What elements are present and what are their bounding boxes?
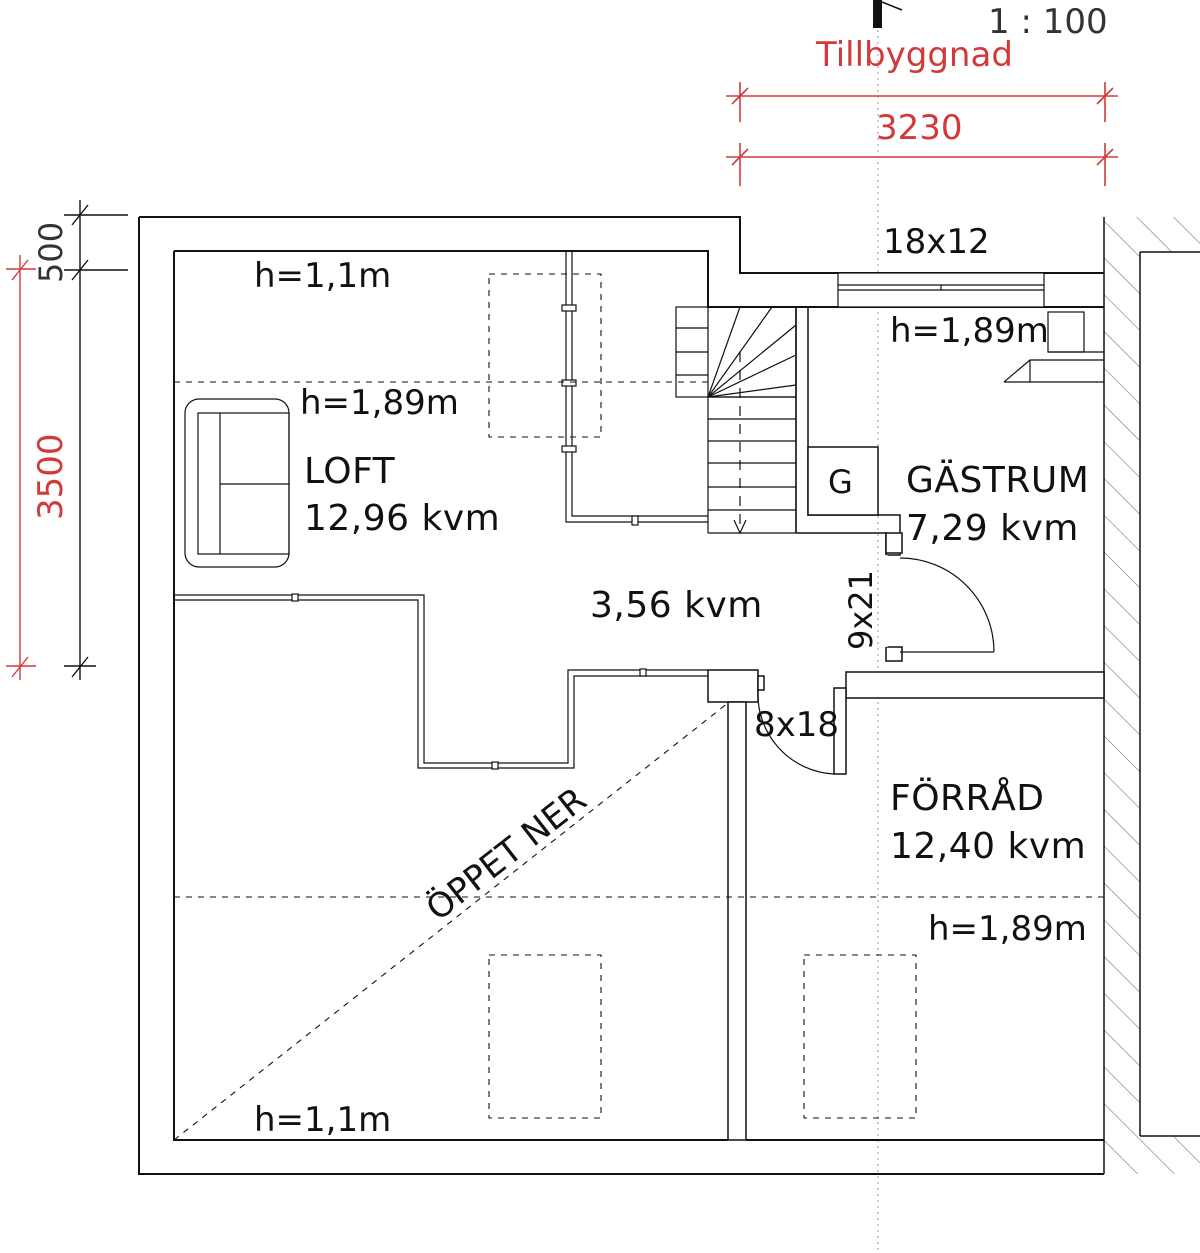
room-gastrum-area: 7,29 kvm (906, 508, 1079, 549)
room-forrad-area: 12,40 kvm (890, 826, 1086, 867)
north-arrow-icon (873, 0, 903, 28)
height-loft-mid: h=1,89m (300, 383, 459, 423)
opening-door-forrad: 8x18 (754, 705, 839, 745)
railing (174, 251, 708, 770)
roof-height-lines (173, 381, 1104, 1141)
section-title: Tillbyggnad (815, 35, 1013, 75)
left-dimension (6, 200, 128, 680)
window-top (837, 272, 1045, 308)
room-hall-area: 3,56 kvm (590, 585, 763, 626)
room-forrad-name: FÖRRÅD (890, 776, 1044, 819)
column-partition (707, 669, 765, 1141)
adjacent-wall-hatch (1103, 217, 1200, 1174)
door-gastrum (899, 557, 995, 653)
top-dimension (726, 82, 1118, 186)
open-below-label: ÖPPET NER (418, 779, 594, 929)
height-gastrum-top: h=1,89m (890, 311, 1049, 351)
bed (1003, 311, 1104, 383)
room-loft-name: LOFT (304, 451, 396, 492)
door-forrad (757, 689, 835, 775)
gas-meter: G (807, 446, 879, 516)
height-small-label: 500 (32, 222, 70, 283)
height-bottom: h=1,1m (254, 1100, 391, 1140)
opening-door-gastrum: 9x21 (842, 570, 880, 650)
height-loft-top: h=1,1m (254, 256, 391, 296)
staircase (675, 306, 797, 535)
gas-meter-label: G (828, 463, 853, 501)
skylights (488, 273, 917, 1119)
width-dimension-label: 3230 (876, 108, 963, 148)
opening-window-top: 18x12 (883, 222, 990, 262)
forrad-top-wall (833, 671, 1105, 775)
scale-label: 1 : 100 (988, 2, 1108, 42)
room-loft-area: 12,96 kvm (304, 498, 500, 539)
room-gastrum-name: GÄSTRUM (906, 459, 1089, 501)
sofa (184, 398, 290, 568)
height-forrad-mid: h=1,89m (928, 909, 1087, 949)
height-large-label: 3500 (31, 433, 71, 520)
gastrum-walls (795, 307, 903, 662)
